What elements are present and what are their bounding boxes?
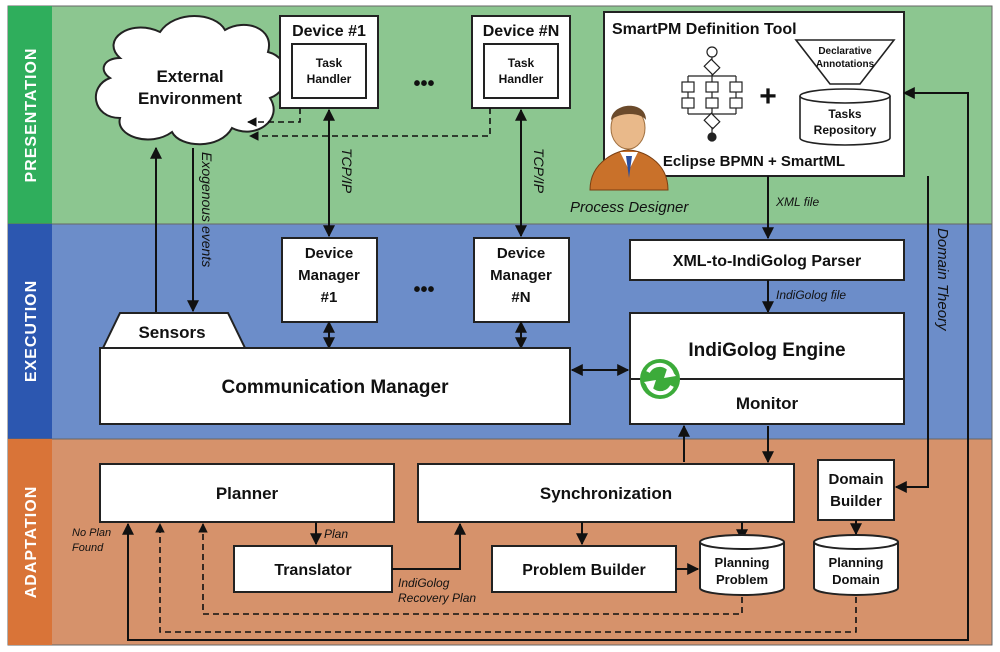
problem-builder-label: Problem Builder bbox=[522, 562, 646, 579]
comm-manager-label: Communication Manager bbox=[222, 377, 450, 398]
plan-label: Plan bbox=[324, 527, 348, 541]
presentation-label: PRESENTATION bbox=[23, 48, 40, 183]
planning-domain-line1: Planning bbox=[829, 555, 884, 570]
dmn-line2: Manager bbox=[490, 267, 552, 284]
process-designer-label: Process Designer bbox=[570, 199, 689, 216]
declarative-line2: Annotations bbox=[816, 59, 875, 70]
indigolog-file-label: IndiGolog file bbox=[776, 288, 846, 302]
planning-problem-db: Planning Problem bbox=[699, 534, 785, 596]
tasks-repository-db: Tasks Repository bbox=[799, 88, 891, 146]
external-env-line2: Environment bbox=[138, 89, 242, 108]
dm1-line1: Device bbox=[305, 245, 353, 262]
domain-builder-line1: Domain bbox=[828, 471, 883, 488]
tasks-repo-line1: Tasks bbox=[828, 107, 861, 121]
recovery-line2: Recovery Plan bbox=[398, 591, 476, 605]
domain-builder: Domain Builder bbox=[817, 459, 895, 521]
planning-domain-line2: Domain bbox=[832, 572, 880, 587]
tool-caption: Eclipse BPMN + SmartML bbox=[663, 153, 845, 170]
tcp-label-n: TCP/IP bbox=[531, 148, 547, 194]
recovery-line1: IndiGolog bbox=[398, 576, 450, 590]
devices-ellipsis: ••• bbox=[413, 73, 434, 95]
translator: Translator bbox=[233, 545, 393, 593]
sync-label: Synchronization bbox=[540, 484, 672, 503]
translator-label: Translator bbox=[274, 562, 351, 579]
dmn-line1: Device bbox=[497, 245, 545, 262]
no-plan-found-line bbox=[127, 524, 969, 641]
bpmn-process-icon bbox=[681, 46, 743, 142]
device-n: Device #N Task Handler bbox=[471, 15, 571, 109]
task-handler-1-line2: Handler bbox=[307, 72, 352, 86]
external-environment-cloud: External Environment bbox=[94, 15, 288, 146]
task-handler-1-line1: Task bbox=[316, 56, 343, 70]
domain-builder-line2: Builder bbox=[830, 493, 882, 510]
problem-builder: Problem Builder bbox=[491, 545, 677, 593]
execution-label: EXECUTION bbox=[23, 280, 40, 382]
monitor-label: Monitor bbox=[736, 394, 799, 413]
tcp-label-1: TCP/IP bbox=[339, 148, 355, 194]
tasks-repo-line2: Repository bbox=[814, 123, 877, 137]
device-1: Device #1 Task Handler bbox=[279, 15, 379, 109]
planner-label: Planner bbox=[216, 484, 279, 503]
exogenous-label: Exogenous events bbox=[199, 152, 215, 267]
engine-label: IndiGolog Engine bbox=[688, 340, 845, 361]
indigolog-engine: IndiGolog Engine Monitor bbox=[629, 312, 905, 425]
no-plan-line1: No Plan bbox=[72, 527, 111, 539]
domain-theory-line bbox=[894, 176, 929, 493]
planner: Planner bbox=[99, 463, 395, 523]
xml-indigolog-parser: XML-to-IndiGolog Parser bbox=[629, 239, 905, 281]
communication-manager: Communication Manager bbox=[99, 347, 571, 425]
problem-to-planner-dashed bbox=[198, 523, 743, 615]
sensors-label: Sensors bbox=[138, 323, 205, 342]
device-manager-n: Device Manager #N bbox=[473, 237, 570, 323]
task-handler-n-line1: Task bbox=[508, 56, 535, 70]
translator-to-sync bbox=[392, 522, 466, 570]
refresh-icon bbox=[640, 359, 680, 399]
smartpm-definition-tool: SmartPM Definition Tool + Declarative An… bbox=[603, 11, 905, 177]
domain-to-planner-dashed bbox=[155, 523, 857, 633]
planning-domain-db: Planning Domain bbox=[813, 534, 899, 596]
dm1-line3: #1 bbox=[321, 289, 338, 306]
process-designer-avatar bbox=[589, 105, 669, 191]
synchronization: Synchronization bbox=[417, 463, 795, 523]
tool-title: SmartPM Definition Tool bbox=[612, 21, 797, 38]
device-n-title: Device #N bbox=[483, 23, 560, 40]
task-handler-n-line2: Handler bbox=[499, 72, 544, 86]
plus-sign: + bbox=[759, 80, 777, 113]
dmn-line3: #N bbox=[511, 289, 530, 306]
external-env-line1: External bbox=[156, 67, 223, 86]
device-1-title: Device #1 bbox=[292, 23, 366, 40]
managers-ellipsis: ••• bbox=[413, 279, 434, 301]
planning-problem-line2: Problem bbox=[716, 572, 768, 587]
device-manager-1: Device Manager #1 bbox=[281, 237, 378, 323]
th1-to-env-dashed bbox=[247, 108, 301, 127]
declarative-line1: Declarative bbox=[818, 46, 872, 57]
domain-theory-label: Domain Theory bbox=[934, 228, 951, 332]
adaptation-label: ADAPTATION bbox=[23, 486, 40, 599]
declarative-annotations-funnel: Declarative Annotations bbox=[794, 39, 896, 85]
parser-label: XML-to-IndiGolog Parser bbox=[673, 253, 861, 270]
no-plan-line2: Found bbox=[72, 542, 104, 554]
planning-domain-line bbox=[902, 87, 969, 626]
sensors: Sensors bbox=[101, 312, 247, 349]
planning-problem-line1: Planning bbox=[715, 555, 770, 570]
xml-file-label: XML file bbox=[775, 195, 819, 209]
dm1-line2: Manager bbox=[298, 267, 360, 284]
